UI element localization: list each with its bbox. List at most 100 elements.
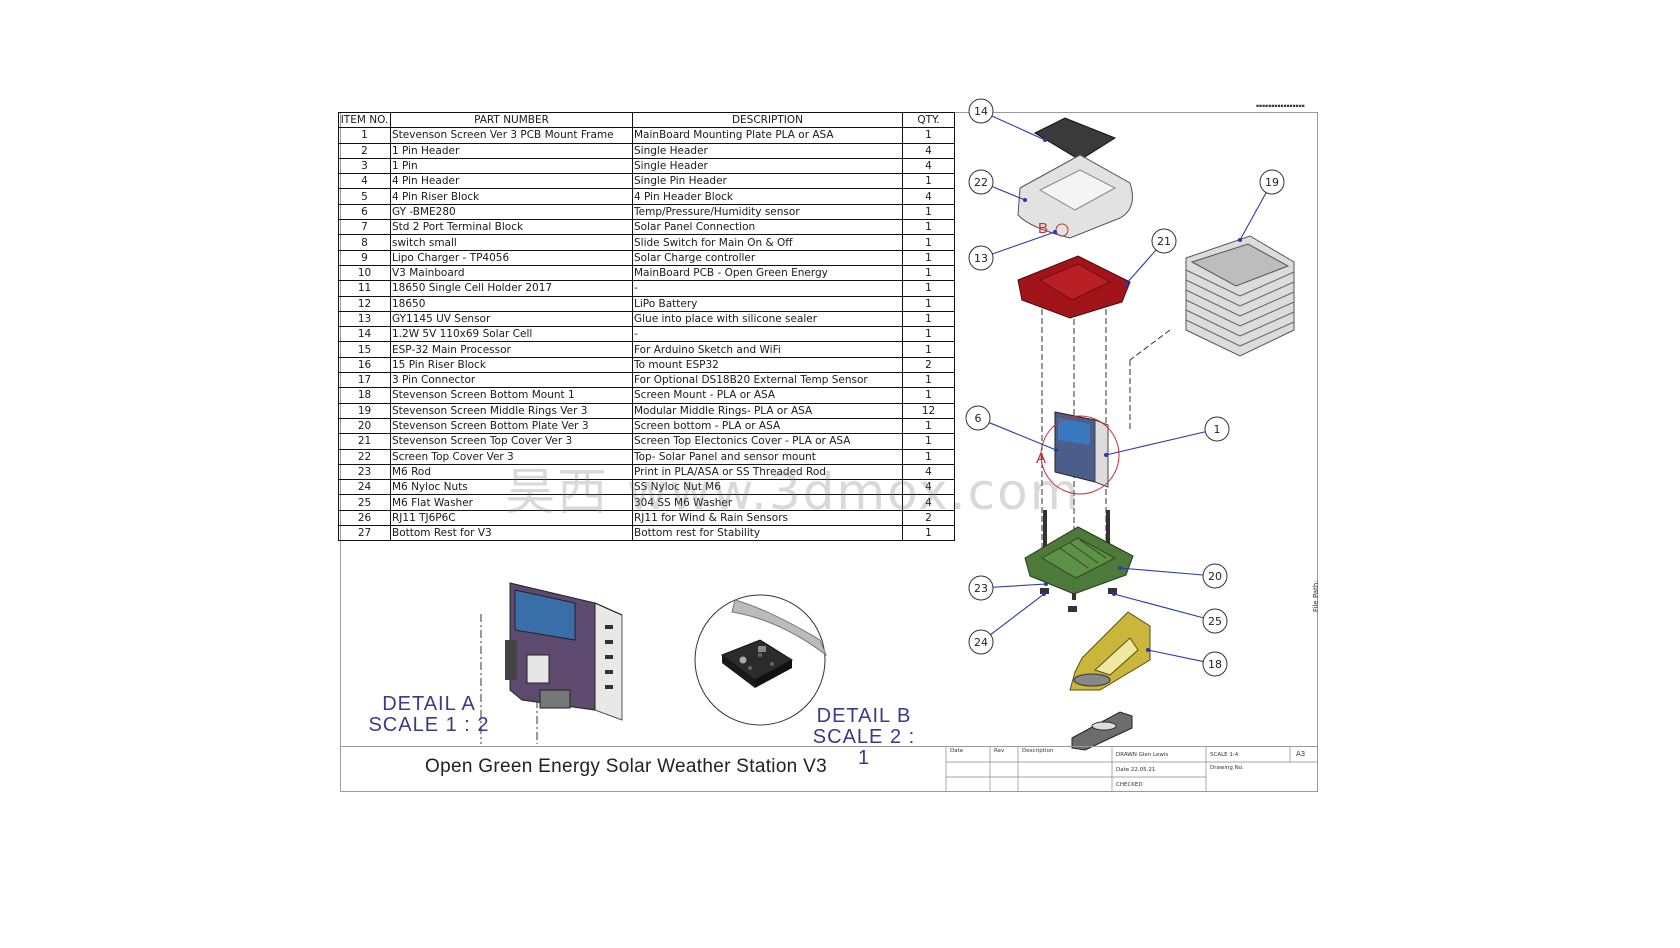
balloon-circle [1202,651,1228,677]
balloon-arrow [1104,453,1108,457]
tb-description-label: Description [1022,748,1054,754]
tb-rev-label: Rev [994,748,1005,754]
balloon-circle [968,629,994,655]
bom-description: MainBoard PCB - Open Green Energy [632,264,903,282]
detail-b-marker: B [1038,220,1049,237]
title-block-grid [945,746,1318,792]
balloon-number: 13 [974,252,988,265]
balloon-circle [968,98,994,124]
balloon-arrow [1118,566,1122,570]
balloon-circle [968,245,994,271]
balloon-arrow [1053,230,1057,234]
bom-part-number: Bottom Rest for V3 [390,525,633,542]
balloon-circle [1204,416,1230,442]
bom-description: Bottom rest for Stability [632,525,903,542]
balloon-arrow [1023,198,1027,202]
bom-description: Single Pin Header [632,173,903,190]
solar-panel-part [1033,117,1117,161]
balloon-leader [1147,649,1204,663]
bom-part-number: Stevenson Screen Bottom Mount 1 [390,387,633,404]
bom-item-no: 13 [338,310,391,328]
balloon-number: 19 [1265,176,1279,189]
bottom-rest-part [1071,711,1133,751]
balloon-6: 6 [965,405,1058,452]
bom-part-number: switch small [390,234,633,251]
balloon-leader [1239,192,1267,241]
detail-a-esp32 [514,589,576,641]
balloon-arrow [1043,138,1047,142]
detail-a-marker-circle [1040,415,1120,495]
bom-description: LiPo Battery [632,295,903,312]
balloon-arrow [1124,282,1128,286]
tb-drawn: DRAWN Glen Lewis [1116,752,1169,758]
balloon-23: 23 [968,575,1048,601]
balloon-leader [992,583,1047,588]
balloon-13: 13 [968,230,1057,271]
bom-item-no: 11 [338,280,391,297]
detail-b-scale: SCALE 2 : 1 [812,726,916,769]
balloon-arrow [1238,238,1242,242]
balloon-18: 18 [1146,648,1228,677]
detail-a-label: DETAIL A SCALE 1 : 2 [366,694,492,736]
bom-description: Screen Top Electonics Cover - PLA or ASA [632,433,903,450]
file-path-label: File Path: [1312,580,1320,612]
detail-a-marker: A [1036,450,1047,467]
balloon-number: 24 [974,636,988,649]
part-balloons: 14 22 13 21 19 6 1 23 20 24 25 18 [965,98,1285,677]
bom-description: MainBoard Mounting Plate PLA or ASA [632,127,903,144]
balloon-number: 25 [1208,615,1222,628]
bom-part-number: 4 Pin Riser Block [390,188,633,205]
balloon-14: 14 [968,98,1047,142]
balloon-25: 25 [1112,592,1228,634]
balloon-19: 19 [1238,169,1285,242]
tb-sheet-size: A3 [1296,750,1306,758]
balloon-circle [965,405,991,431]
balloon-24: 24 [968,592,1046,655]
balloon-22: 22 [968,169,1027,202]
balloon-leader [1113,593,1204,619]
bom-part-number: 4 Pin Header [390,173,633,190]
tb-date-label: Date [950,748,964,754]
balloon-leader [1105,431,1206,456]
tb-checked: CHECKED [1116,782,1143,788]
bom-qty: 1 [902,280,955,297]
balloon-leader [1125,249,1157,285]
balloon-leader [992,231,1056,255]
balloon-leader [1119,567,1204,576]
balloon-20: 20 [1118,563,1228,589]
balloon-number: 1 [1214,423,1221,436]
balloon-arrow [1054,448,1058,452]
drawing-title: Open Green Energy Solar Weather Station … [425,756,827,777]
bom-qty: 1 [902,525,955,542]
tb-scale: SCALE 1:4 [1210,752,1239,758]
middle-rings-stack [1185,235,1295,357]
detail-a-title: DETAIL A [382,693,476,715]
balloon-number: 14 [974,105,988,118]
bom-part-number: 15 Pin Riser Block [390,356,633,374]
bom-qty: 1 [902,417,955,435]
balloon-21: 21 [1124,228,1177,286]
bom-description: 304 SS M6 Washer [632,494,903,511]
balloon-leader [988,422,1057,451]
balloon-circle [1151,228,1177,254]
balloon-number: 21 [1157,235,1171,248]
detail-a-frame [594,602,623,721]
detail-a-chip [526,654,550,684]
watermark: 昊西 www.3dmox.com [505,463,1081,521]
